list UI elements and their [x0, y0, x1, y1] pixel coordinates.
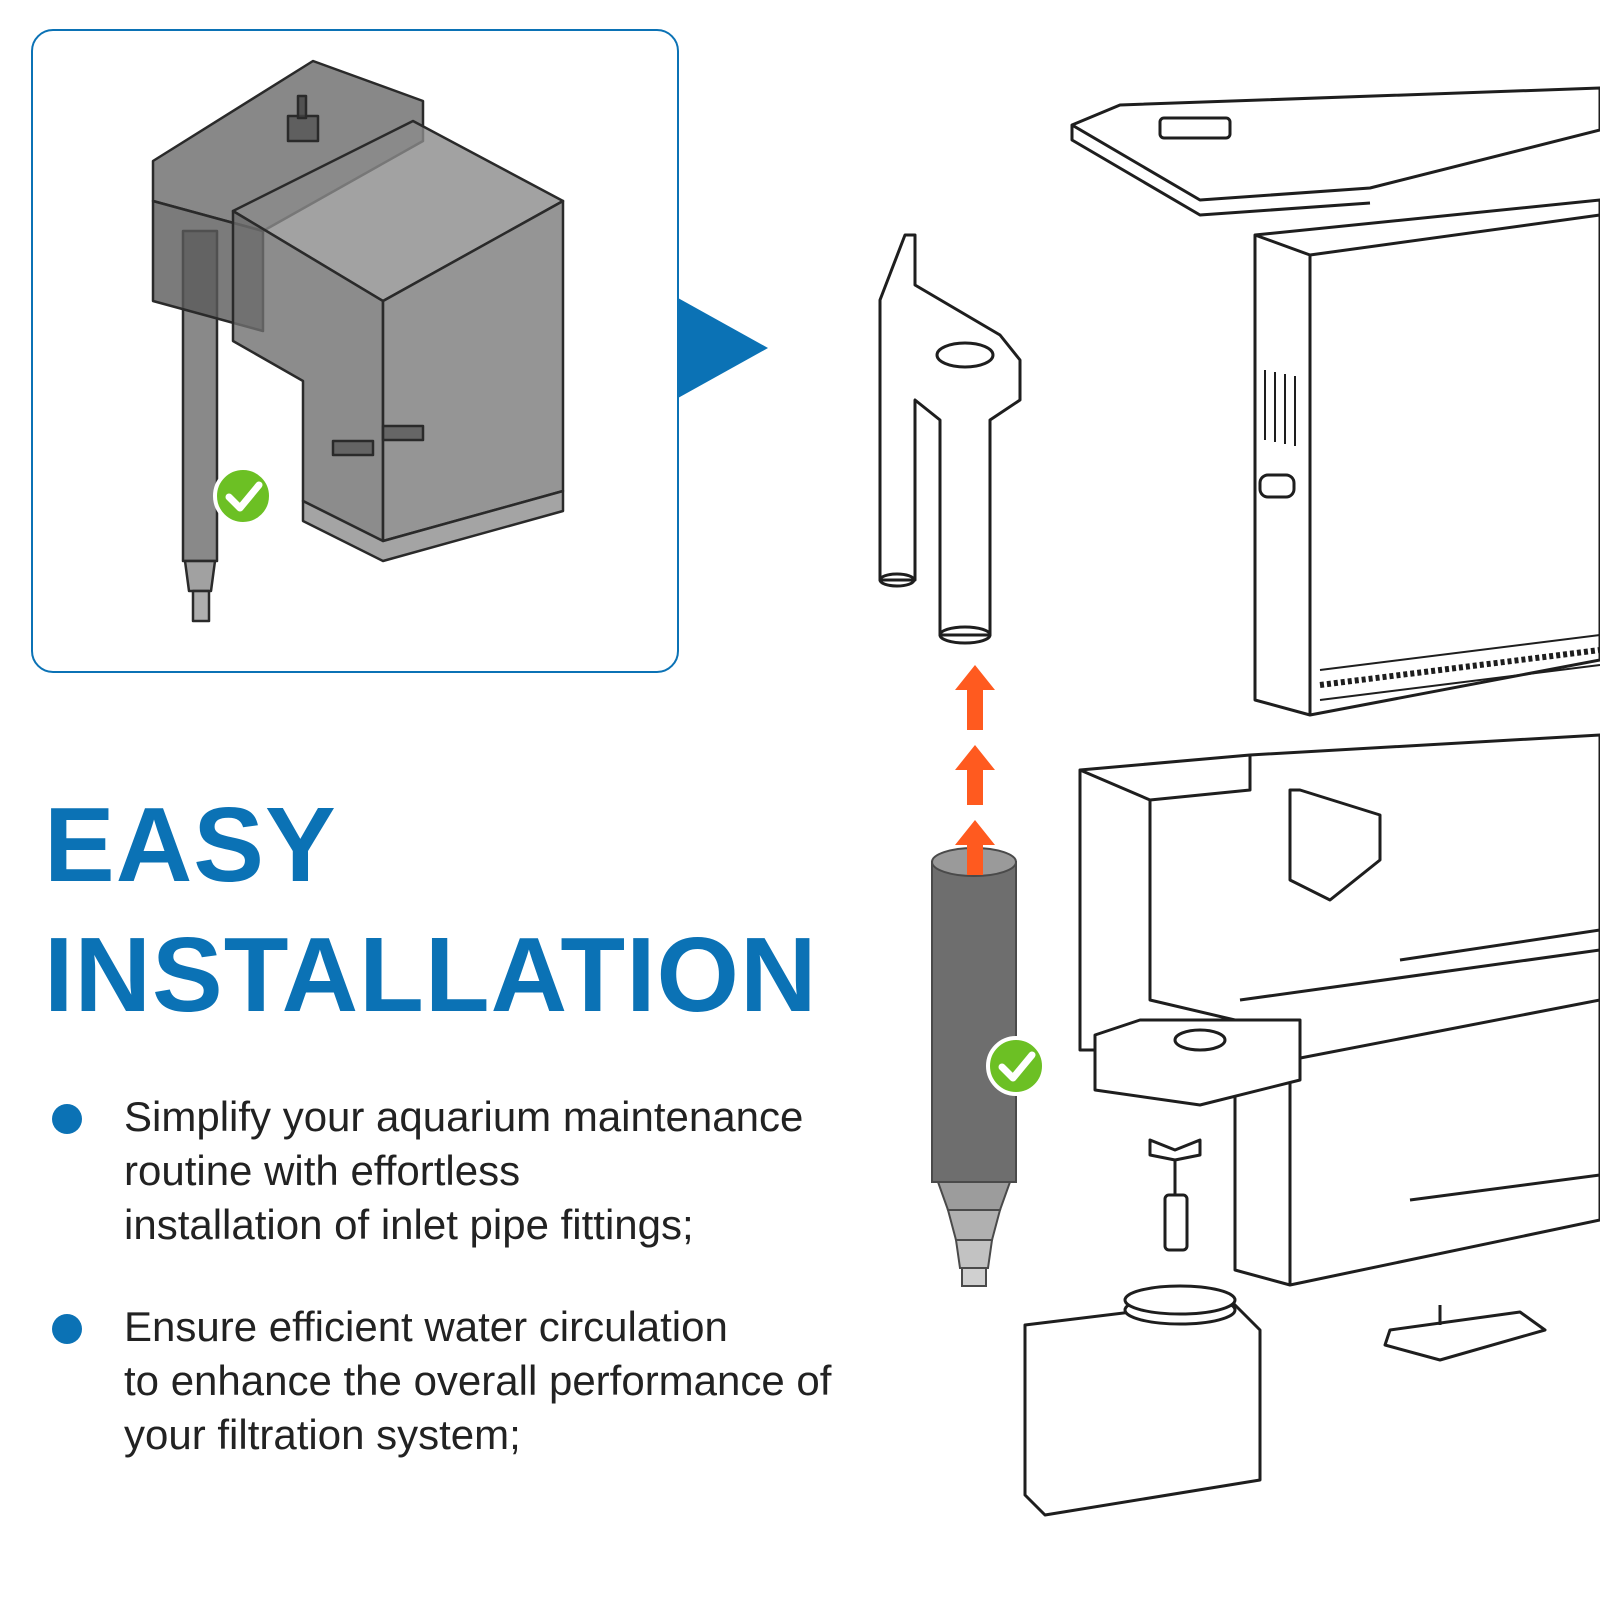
up-arrow-icon [955, 665, 995, 875]
impeller [1163, 1193, 1189, 1252]
small-cover [1383, 1310, 1547, 1362]
title-line-1: EASY [44, 786, 337, 904]
assembled-filter-panel [31, 29, 679, 673]
bullet-text-2-line-2: to enhance the overall performance of [124, 1357, 832, 1404]
bullet-text-2-line-3: your filtration system; [124, 1411, 521, 1458]
assembled-filter-illustration [151, 59, 565, 623]
page-title: EASY INSTALLATION [44, 780, 818, 1041]
bullet-dot-icon [52, 1104, 82, 1134]
play-pointer-icon [678, 298, 768, 398]
bullet-text-1-line-1: Simplify your aquarium maintenance [124, 1093, 804, 1140]
inlet-pipe [931, 847, 1017, 1287]
check-icon [213, 466, 273, 526]
exploded-filter-diagram [878, 86, 1600, 1517]
feature-list: Simplify your aquarium maintenance routi… [50, 1090, 910, 1510]
bullet-text-1-line-2: routine with effortless [124, 1147, 521, 1194]
upper-housing [1253, 198, 1600, 717]
title-line-2: INSTALLATION [44, 916, 818, 1035]
bullet-text-1-line-3: installation of inlet pipe fittings; [124, 1201, 694, 1248]
bullet-text-2-line-1: Ensure efficient water circulation [124, 1303, 728, 1350]
list-item: Ensure efficient water circulation to en… [50, 1300, 910, 1462]
motor-block [1093, 1018, 1302, 1107]
bullet-dot-icon [52, 1314, 82, 1344]
media-container [1023, 1298, 1262, 1517]
lid [1070, 86, 1600, 202]
lower-housing [1078, 733, 1600, 1287]
check-icon [986, 1036, 1046, 1096]
list-item: Simplify your aquarium maintenance routi… [50, 1090, 910, 1252]
